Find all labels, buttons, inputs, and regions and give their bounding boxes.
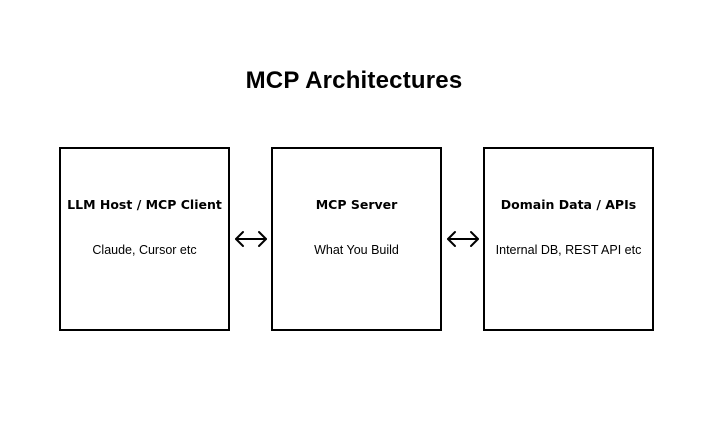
- domain-data-title: Domain Data / APIs: [500, 197, 637, 212]
- domain-data-box: Domain Data / APIs Internal DB, REST API…: [483, 147, 654, 331]
- mcp-server-box: MCP Server What You Build: [271, 147, 442, 331]
- diagram-title: MCP Architectures: [245, 67, 463, 94]
- mcp-server-subtitle: What You Build: [314, 243, 399, 257]
- double-arrow-icon: [447, 231, 479, 247]
- domain-data-subtitle: Internal DB, REST API etc: [495, 243, 642, 257]
- llm-host-title: LLM Host / MCP Client: [67, 197, 222, 212]
- double-arrow-icon: [235, 231, 267, 247]
- llm-host-box: LLM Host / MCP Client Claude, Cursor etc: [59, 147, 230, 331]
- mcp-server-title: MCP Server: [315, 197, 398, 212]
- llm-host-subtitle: Claude, Cursor etc: [92, 243, 197, 257]
